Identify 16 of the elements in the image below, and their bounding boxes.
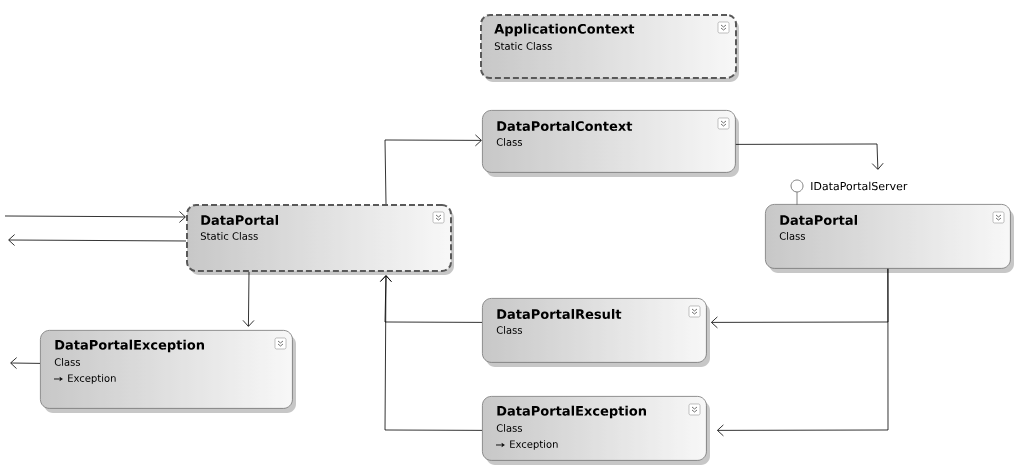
- class-box: DataPortalException Class Exception: [40, 330, 296, 413]
- arrow: [10, 357, 41, 369]
- class-box: DataPortal Class: [765, 204, 1014, 273]
- class-box: DataPortalException Class Exception: [482, 396, 710, 465]
- interface-label: IDataPortalServer: [811, 181, 908, 191]
- class-box: DataPortal Static Class: [186, 204, 454, 275]
- arrow: [380, 275, 483, 431]
- arrow: [384, 134, 482, 205]
- arrow: [717, 268, 889, 437]
- arrow: [4, 211, 186, 223]
- arrow: [8, 234, 187, 246]
- arrow: [735, 143, 884, 170]
- class-box: DataPortalResult Class: [482, 298, 710, 367]
- class-box: DataPortalContext Class: [482, 110, 739, 177]
- class-box: ApplicationContext Static Class: [480, 14, 739, 82]
- arrow: [242, 271, 255, 327]
